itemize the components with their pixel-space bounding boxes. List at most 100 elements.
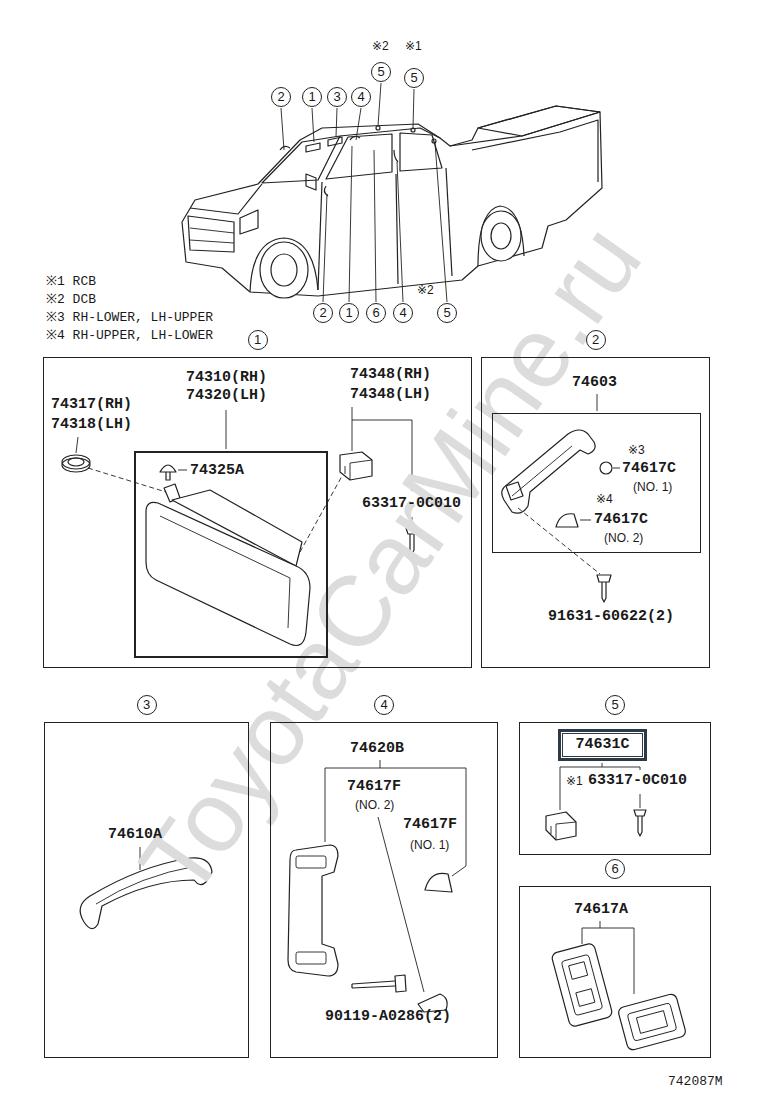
panel-number: 4 xyxy=(374,695,394,715)
callout-number: 5 xyxy=(437,303,457,323)
callout-number: 5 xyxy=(404,68,424,88)
leader-line xyxy=(356,108,361,140)
grip-icon xyxy=(394,150,398,162)
stopper-part xyxy=(160,465,176,472)
truck-window xyxy=(326,134,392,179)
part-suffix: (NO. 1) xyxy=(633,480,672,495)
screw xyxy=(597,575,611,582)
bezel-part xyxy=(576,989,595,1007)
panel-number: 3 xyxy=(137,695,157,715)
part-number: 90119-A0286(2) xyxy=(325,1008,451,1026)
part-number: 74631C xyxy=(575,736,629,754)
leader-line xyxy=(281,108,284,150)
leader-line xyxy=(374,150,376,302)
grip-icon xyxy=(280,146,290,150)
leader-line xyxy=(349,146,352,302)
dashed-line xyxy=(518,508,600,574)
note-mark: ※1 xyxy=(405,39,422,54)
callout-number: 1 xyxy=(302,87,322,107)
leader-line xyxy=(312,108,314,142)
screw xyxy=(395,975,406,992)
screw xyxy=(638,816,642,836)
truck-headlight xyxy=(240,210,258,234)
part-number: 63317-0C010 xyxy=(362,495,461,513)
grip-mount xyxy=(506,482,523,500)
bezel-part xyxy=(636,1011,667,1034)
note-text: ※1 RCB xyxy=(46,274,96,290)
leader-line xyxy=(597,394,598,411)
part-number: 91631-60622(2) xyxy=(548,608,674,626)
callout-number: 5 xyxy=(371,62,391,82)
dashed-line xyxy=(300,476,342,552)
panel-number: 6 xyxy=(605,859,625,879)
panel-number: 2 xyxy=(586,330,606,350)
part-number: 74617A xyxy=(574,901,628,919)
cover-cap xyxy=(600,462,612,474)
leader-line xyxy=(613,468,620,469)
part-suffix: (NO. 2) xyxy=(355,798,394,813)
note-mark: ※4 xyxy=(596,492,613,507)
group-box: 74310(RH) 74320(LH) xyxy=(134,451,328,658)
cover-cap xyxy=(556,514,578,527)
screw xyxy=(352,981,395,988)
truck-door-line xyxy=(396,174,398,284)
holder-clip xyxy=(340,452,372,480)
holder-clip xyxy=(551,822,576,840)
callout-number: 1 xyxy=(339,303,359,323)
note-mark: ※2 xyxy=(372,39,389,54)
bezel-part xyxy=(569,962,588,980)
parts-panel: 4 xyxy=(270,722,498,1058)
visor-ridge xyxy=(160,516,290,628)
parts-panel: 3 xyxy=(44,722,249,1058)
leader-line xyxy=(378,83,381,126)
note-text: ※2 DCB xyxy=(46,292,96,308)
clip-icon xyxy=(376,126,380,130)
holder-clip xyxy=(546,812,576,840)
leader-line xyxy=(325,760,466,876)
grip-icon xyxy=(350,136,360,140)
leader-line xyxy=(413,89,414,128)
holder-clip xyxy=(345,460,372,480)
clip-icon xyxy=(432,139,436,143)
part-number: 74620B xyxy=(350,740,404,758)
clip-ring xyxy=(68,458,84,466)
leader-line xyxy=(397,162,403,302)
leader-line xyxy=(76,437,78,453)
grip-mount xyxy=(296,856,326,868)
callout-number: 4 xyxy=(393,303,413,323)
truck-wheel xyxy=(491,223,511,249)
leader-line xyxy=(435,143,447,302)
callout-number: 4 xyxy=(351,87,371,107)
parts-panel: 6 xyxy=(519,886,711,1058)
part-suffix: (NO. 1) xyxy=(410,838,449,853)
clip-icon xyxy=(411,128,415,132)
callout-number: 3 xyxy=(327,87,347,107)
truck-door-line xyxy=(446,168,452,276)
truck-wheel xyxy=(481,211,521,261)
bezel-part xyxy=(627,1003,677,1041)
highlight-box: 74631C xyxy=(558,729,647,761)
grip-icon xyxy=(324,186,328,196)
leader-line xyxy=(352,407,353,451)
truck-bed-rail xyxy=(450,112,600,146)
part-number: 74317(RH) xyxy=(51,396,132,414)
panel-number: 1 xyxy=(248,330,268,350)
clip-ring xyxy=(62,458,90,472)
parts-panel: 174310(RH) 74320(LH) xyxy=(43,357,472,668)
screw xyxy=(602,582,606,602)
part-number: 63317-0C010 xyxy=(588,772,687,790)
visor-icon xyxy=(306,143,320,152)
grip-shape xyxy=(288,845,338,976)
truck-mirror xyxy=(306,174,316,190)
parts-panel: 574631C xyxy=(519,722,711,855)
dashed-line xyxy=(88,468,166,492)
visor-icon xyxy=(328,137,342,146)
note-text: ※3 RH-LOWER, LH-UPPER xyxy=(46,310,213,326)
part-number: 74348(RH) xyxy=(350,366,431,384)
truck-grille xyxy=(188,216,234,252)
panel-number: 5 xyxy=(605,695,625,715)
leader-line xyxy=(336,108,337,137)
note-mark: ※3 xyxy=(628,443,645,458)
figure-number: 742087M xyxy=(668,1074,723,1090)
